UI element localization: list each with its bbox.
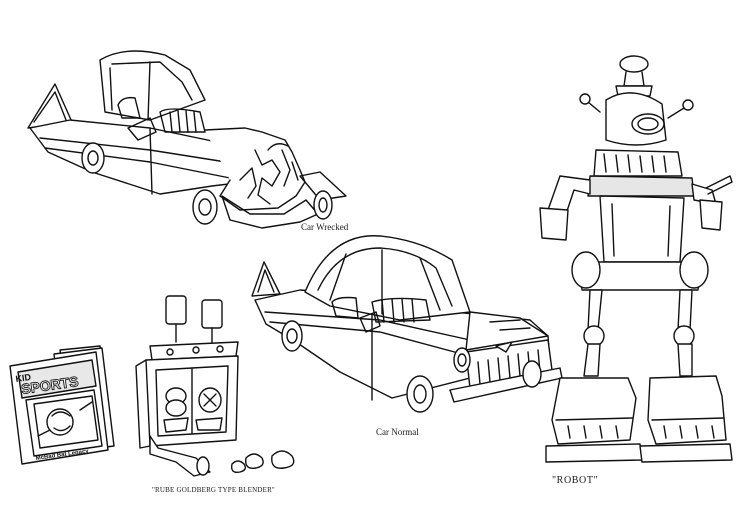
kid-sports-magazine-drawing [9,345,115,465]
magazine-kid-text: KID [15,372,32,384]
robot-drawing [539,55,733,463]
car-wrecked-drawing [27,50,347,229]
blender-caption: "RUBE GOLDBERG TYPE BLENDER" [152,486,275,494]
rube-goldberg-blender-drawing [135,295,295,477]
car-normal-drawing [251,235,563,413]
robot-caption: "ROBOT" [552,475,599,486]
car-wrecked-caption: Car Wrecked [301,222,349,232]
car-normal-caption: Car Normal [376,427,419,437]
